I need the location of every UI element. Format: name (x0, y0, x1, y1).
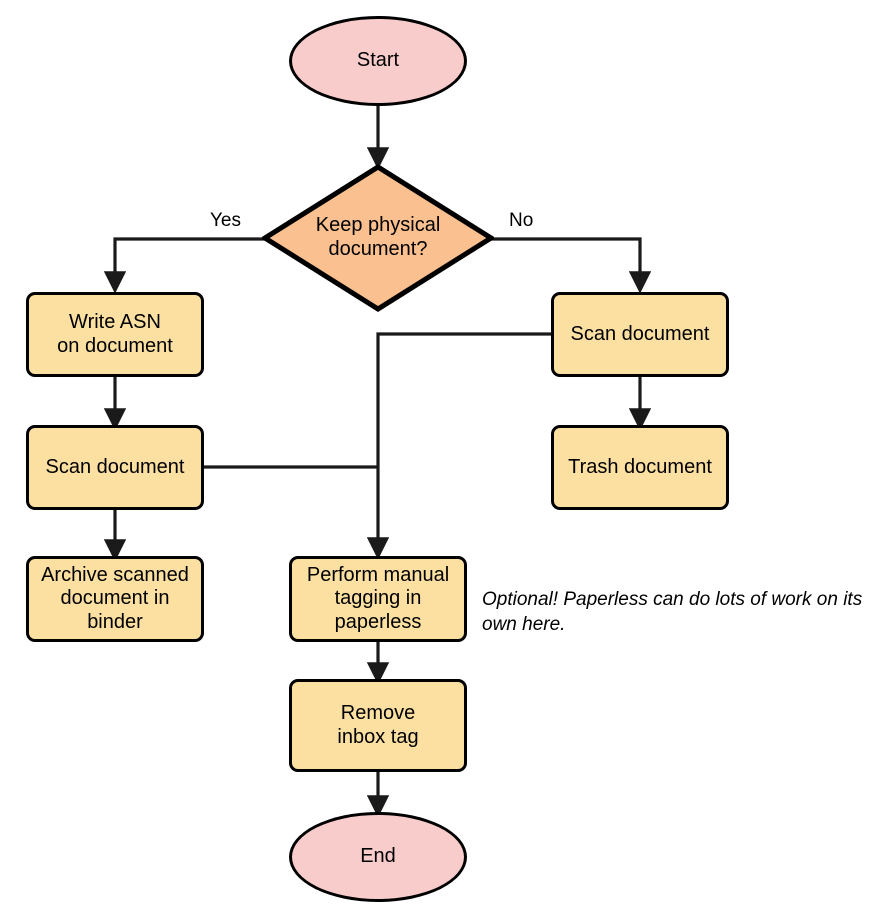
optional-note: Optional! Paperless can do lots of work … (482, 589, 863, 635)
node-end[interactable]: End (289, 812, 467, 902)
node-write-asn[interactable]: Write ASN on document (26, 292, 204, 377)
node-archive-in-binder[interactable]: Archive scanned document in binder (26, 556, 204, 642)
node-write-asn-label: Write ASN on document (57, 310, 173, 357)
edge-label-yes: Yes (210, 210, 241, 231)
node-trash-document-label: Trash document (568, 455, 712, 478)
node-scan-document-right-label: Scan document (570, 322, 710, 345)
edge-scan-right-to-tagging (366, 332, 552, 560)
node-remove-inbox-tag[interactable]: Remove inbox tag (289, 679, 467, 772)
node-archive-in-binder-label: Archive scanned document in binder (41, 563, 189, 633)
node-remove-inbox-tag-label: Remove inbox tag (337, 701, 419, 748)
node-perform-manual-tagging[interactable]: Perform manual tagging in paperless (289, 556, 467, 642)
node-scan-document-left[interactable]: Scan document (26, 425, 204, 510)
diamond-shape (262, 164, 494, 312)
node-scan-document-left-label: Scan document (45, 455, 185, 478)
node-scan-document-right[interactable]: Scan document (551, 292, 729, 377)
node-keep-physical-document[interactable]: Keep physical document? (262, 164, 494, 312)
node-start[interactable]: Start (289, 16, 467, 106)
edge-decision-to-scan-right (490, 237, 652, 294)
edge-decision-to-write-asn (103, 237, 266, 294)
edge-label-no: No (509, 210, 534, 231)
node-start-label: Start (356, 49, 400, 72)
node-trash-document[interactable]: Trash document (551, 425, 729, 510)
node-decision-label: Keep physical document? (315, 214, 441, 260)
node-end-label: End (360, 845, 396, 868)
node-perform-manual-tagging-label: Perform manual tagging in paperless (306, 563, 450, 633)
